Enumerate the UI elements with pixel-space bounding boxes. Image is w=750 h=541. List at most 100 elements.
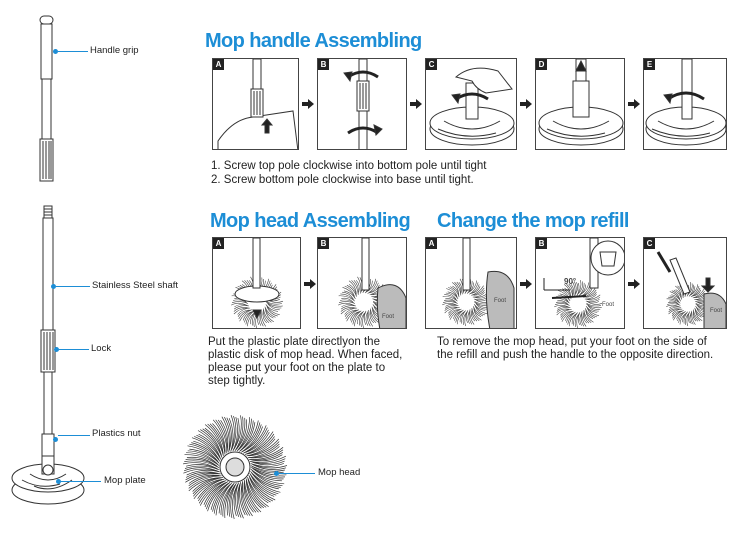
mop-fringe-strand [448,309,459,316]
mop-fringe-strand [466,280,473,294]
mop-fringe-strand [265,304,279,312]
mop-plate-base [11,455,85,505]
steel-shaft-label: Stainless Steel shaft [92,280,179,291]
mop-fringe-strand [247,479,267,508]
mop-fringe-strand [693,291,705,298]
mop-fringe-strand [671,294,682,302]
mop-fringe-strand [669,295,679,302]
mop-fringe-strand [459,311,465,323]
mop-fringe-strand [193,478,224,500]
panel-label: A [213,238,224,249]
mop-fringe-strand [343,290,356,299]
foot-label: Foot [602,302,615,308]
head-text-line-4: step tightly. [208,375,266,387]
mop-fringe-strand [266,302,282,309]
mop-fringe-strand [560,311,571,318]
mop-fringe-strand [251,473,281,493]
foot-label: Foot [494,298,507,304]
mop-fringe-strand [586,294,601,300]
mop-fringe-strand [228,483,237,517]
mop-fringe-strand [471,286,481,294]
mop-fringe-strand [250,475,275,497]
mop-fringe-strand [669,305,681,309]
mop-fringe-strand [233,415,242,450]
mop-fringe-strand [667,301,680,306]
mop-fringe-strand [678,311,686,323]
mop-fringe-strand [444,294,458,301]
mop-fringe-strand [196,434,221,459]
panel-label: C [426,59,437,70]
mop-fringe-strand [688,283,693,295]
mop-fringe-strand [199,480,227,506]
panel-label: D [536,59,547,70]
mop-fringe-strand [189,443,219,462]
mop-fringe-strand [241,422,261,451]
plastics-nut-label: Plastics nut [92,428,141,439]
mop-fringe-strand [475,303,487,310]
mop-fringe-strand [583,312,588,324]
bottom-pole [40,205,56,457]
mop-fringe-strand [245,431,270,453]
mop-fringe-strand [554,303,570,306]
mop-fringe-strand [366,280,373,293]
mop-fringe-strand [230,414,235,451]
handle-step-a: A [212,58,299,150]
mop-fringe-strand [683,311,688,324]
mop-fringe-strand [188,474,220,484]
mop-fringe-strand [445,292,457,300]
mop-fringe-strand [357,311,363,325]
panel-label: A [213,59,224,70]
mop-fringe-strand [370,284,380,293]
mop-fringe-strand [583,288,593,296]
mop-fringe-strand [669,300,679,305]
hang-hook [39,15,54,25]
mop-fringe-strand [235,482,240,518]
mop-fringe-strand [691,287,701,297]
mop-fringe-strand [467,311,470,324]
mop-fringe-strand [695,310,703,322]
mop-fringe-strand [183,468,219,474]
mop-fringe-strand [557,300,568,305]
mop-fringe-strand [471,310,476,322]
panel-label: A [426,238,437,249]
mop-fringe-strand [453,310,462,319]
mop-fringe-strand [585,310,594,323]
mop-fringe-strand [244,431,274,455]
mop-fringe-strand [689,313,692,324]
mop-fringe-strand [222,483,234,517]
mop-fringe-strand [585,299,600,303]
mop-fringe-strand [689,286,696,296]
mop-fringe-strand [212,481,231,512]
head-text-line-1: Put the plastic plate directlyon the [208,336,380,348]
mop-fringe-strand [251,469,285,485]
mop-fringe-strand [581,282,589,295]
handle-grip-leader [58,51,88,52]
mop-fringe-strand [340,293,355,301]
handle-step-e: E [643,58,727,150]
mop-fringe-strand [474,299,488,302]
mop-fringe-strand [188,475,221,487]
mop-fringe-strand [568,283,574,297]
head-text-line-3: please put your foot on the plate to [208,362,386,374]
mop-fringe-strand [369,311,374,324]
mop-fringe-strand [461,310,466,324]
mop-fringe-strand [203,482,226,505]
mop-fringe-strand [568,313,576,327]
next-arrow-icon [520,99,532,109]
mop-fringe-strand [474,305,488,314]
mop-fringe-strand [677,311,685,322]
mop-fringe-strand [578,282,585,296]
mop-fringe-strand [557,306,570,309]
mop-fringe-strand [251,463,288,469]
mop-fringe-strand [244,481,257,513]
mop-fringe-strand [262,309,270,324]
foot-label: Foot [710,308,723,314]
mop-fringe-strand [234,304,248,308]
mop-fringe-strand [462,312,467,325]
mop-fringe-strand [685,313,689,325]
panel-label: B [536,238,547,249]
mop-fringe-strand [578,281,583,294]
mop-fringe-strand [237,418,252,451]
mop-fringe-strand [240,483,248,516]
panel-label: C [644,238,655,249]
